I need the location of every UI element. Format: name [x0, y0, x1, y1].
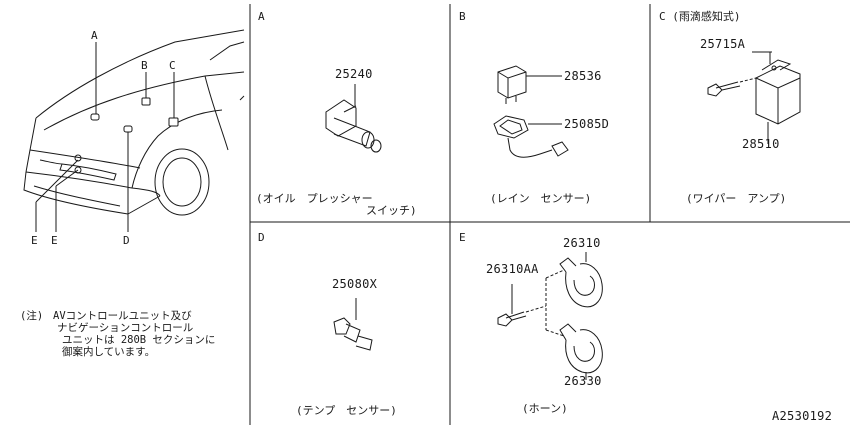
callout-e1: E — [31, 234, 38, 247]
note-line-3: ユニットは 280B セクションに — [62, 334, 216, 346]
panel-d-caption: (テンプ センサー) — [296, 404, 397, 417]
panel-e-label: E — [459, 231, 466, 244]
panel-a-label: A — [258, 10, 265, 23]
rain-sensor-drawing — [493, 65, 569, 158]
temp-sensor-drawing — [333, 298, 373, 351]
part-25240: 25240 — [335, 67, 373, 81]
callout-e2: E — [51, 234, 58, 247]
panel-d-label: D — [258, 231, 265, 244]
part-25715a: 25715A — [700, 37, 746, 51]
oil-pressure-switch-drawing — [325, 84, 382, 153]
panel-c-caption: (ワイパー アンプ) — [686, 192, 787, 205]
panel-a-caption-line-1: (オイル プレッシャー — [256, 192, 373, 205]
panel-b-caption: (レイン センサー) — [490, 192, 592, 205]
note-prefix: (注) — [20, 310, 44, 322]
wiper-amp-drawing — [707, 51, 801, 144]
callout-a: A — [91, 29, 98, 42]
panel-a-caption-line-2: スイッチ) — [366, 204, 417, 217]
callout-b: B — [141, 59, 148, 72]
panel-e-caption: (ホーン) — [522, 402, 568, 415]
callout-c: C — [169, 59, 176, 72]
panel-c-label: C (雨滴感知式) — [659, 10, 741, 23]
horn-drawing — [497, 252, 603, 380]
callout-d: D — [123, 234, 130, 247]
car-front-illustration — [23, 29, 245, 216]
part-26310: 26310 — [563, 236, 601, 250]
note-line-4: 御案内しています。 — [62, 346, 156, 358]
part-28536: 28536 — [564, 69, 602, 83]
part-28510: 28510 — [742, 137, 780, 151]
part-26310aa: 26310AA — [486, 262, 539, 276]
part-25080x: 25080X — [332, 277, 378, 291]
note-line-2: ナビゲーションコントロール — [57, 322, 194, 334]
note-line-1: AVコントロールユニット及び — [53, 310, 192, 322]
part-26330: 26330 — [564, 374, 602, 388]
panel-b-label: B — [459, 10, 466, 23]
figure-id: A2530192 — [772, 409, 833, 423]
part-25085d: 25085D — [564, 117, 610, 131]
